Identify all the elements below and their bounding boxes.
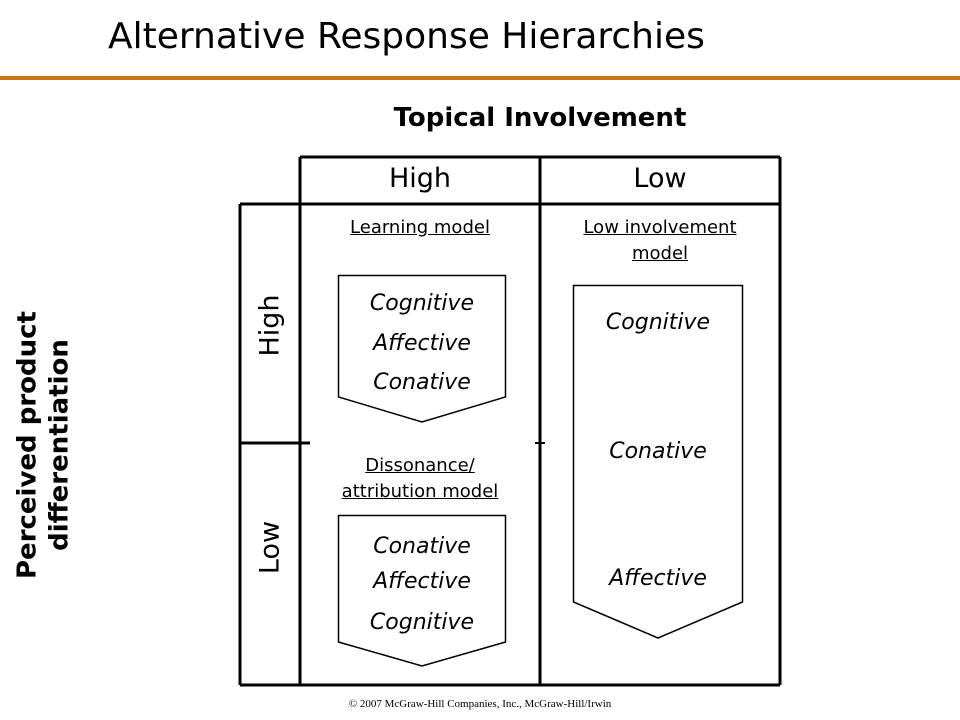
row-axis-label-line2: differentiation <box>44 339 74 551</box>
learning-model-arrow-shape <box>337 274 507 423</box>
column-axis-label: Topical Involvement <box>393 103 687 133</box>
row-axis-label: Perceived product differentiation <box>12 275 75 615</box>
dissonance-step-1: Conative <box>373 534 471 559</box>
row-axis-label-line1: Perceived product <box>12 311 43 579</box>
dissonance-step-2: Affective <box>373 569 471 594</box>
low-involvement-model-title: Low involvement model <box>583 217 737 265</box>
slide-title: Alternative Response Hierarchies <box>108 16 705 57</box>
row-header-high: High <box>254 294 286 357</box>
column-header-high: High <box>388 163 452 194</box>
row-header-low: Low <box>254 520 286 575</box>
low-involvement-step-1: Cognitive <box>605 310 711 335</box>
learning-model-title: Learning model <box>350 217 490 238</box>
column-header-low: Low <box>633 163 687 194</box>
low-involvement-step-3: Affective <box>609 566 707 591</box>
learning-step-2: Affective <box>373 331 471 356</box>
copyright-footer: © 2007 McGraw-Hill Companies, Inc., McGr… <box>348 698 612 710</box>
low-involvement-model-arrow-shape <box>572 284 744 639</box>
learning-step-1: Cognitive <box>369 291 475 316</box>
title-divider <box>0 76 960 80</box>
dissonance-model-title: Dissonance/ attribution model <box>341 455 499 503</box>
learning-step-3: Conative <box>373 370 471 395</box>
dissonance-step-3: Cognitive <box>369 610 475 635</box>
dissonance-model-arrow-shape <box>337 514 507 667</box>
low-involvement-step-2: Conative <box>609 439 707 464</box>
